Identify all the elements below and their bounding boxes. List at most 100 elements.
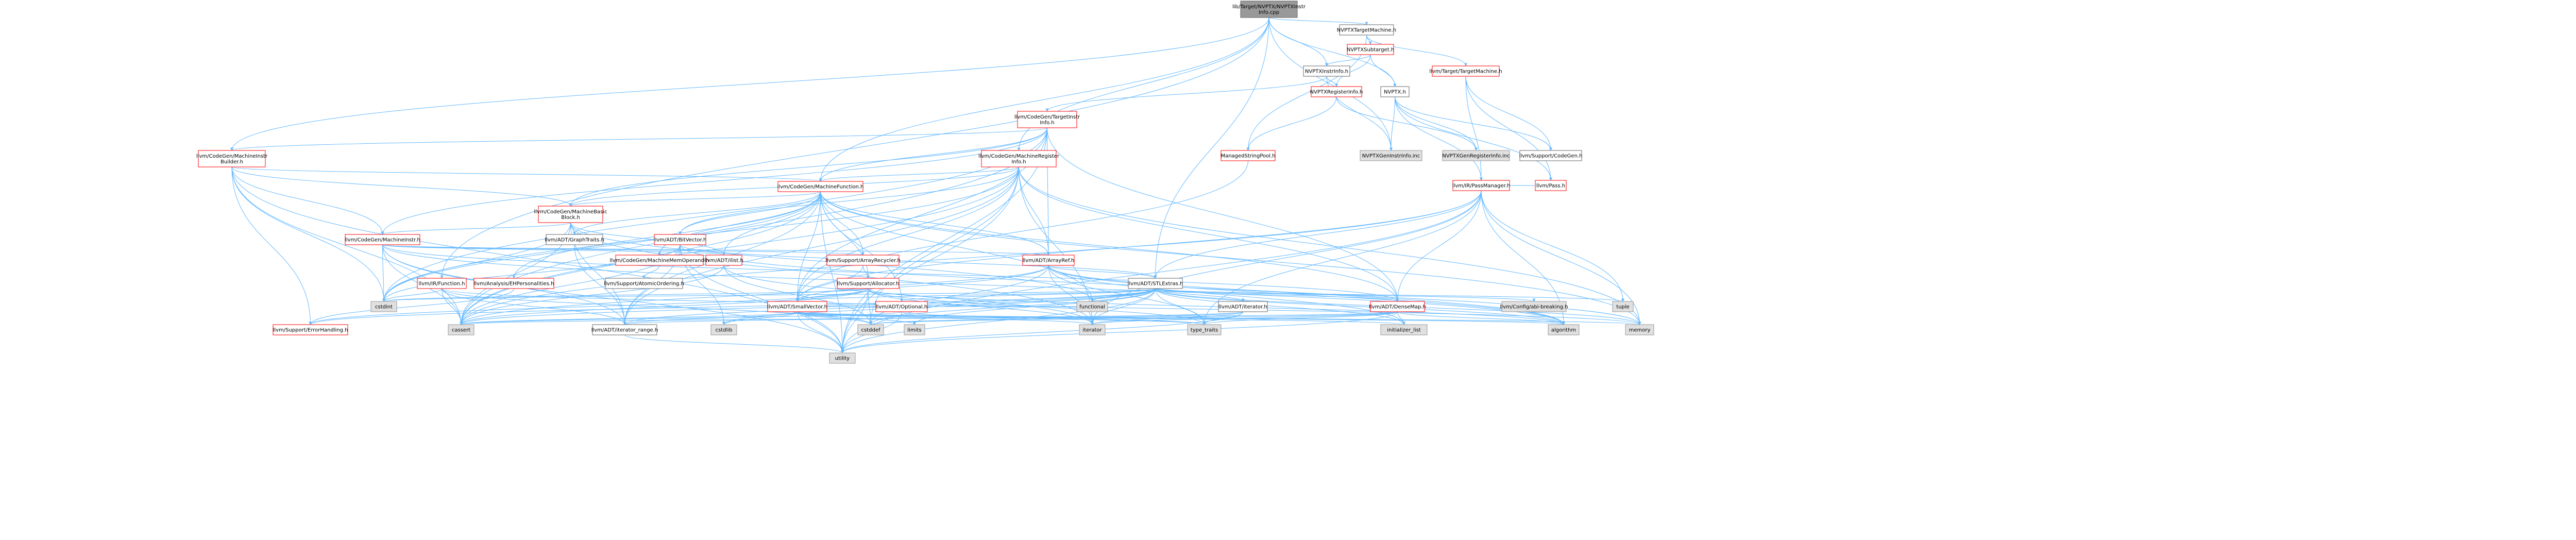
edge xyxy=(1268,17,1368,25)
edge-nvptxregisterinfo-to-nvptxgenreginfo xyxy=(1336,96,1478,151)
node-ehpersonalities[interactable]: llvm/Analysis/EHPersonalities.h xyxy=(473,278,554,289)
edge xyxy=(382,244,725,256)
node-iteratorrange[interactable]: llvm/ADT/iterator_range.h xyxy=(591,324,658,335)
edge xyxy=(1481,190,1565,325)
node-allocator[interactable]: llvm/Support/Allocator.h xyxy=(837,278,900,289)
node-box xyxy=(981,150,1057,167)
node-box xyxy=(710,324,737,335)
node-arrayref[interactable]: llvm/ADT/ArrayRef.h xyxy=(1022,255,1075,266)
edge xyxy=(1465,76,1552,151)
node-nvptxregisterinfo[interactable]: NVPTXRegisterInfo.h xyxy=(1310,86,1363,97)
node-adtiterator[interactable]: llvm/ADT/iterator.h xyxy=(1218,301,1268,312)
node-pass[interactable]: llvm/Pass.h xyxy=(1535,180,1567,191)
edge xyxy=(819,127,1047,182)
node-managedstringpool[interactable]: ManagedStringPool.h xyxy=(1221,150,1276,161)
node-label: llvm/ADT/SmallVector.h xyxy=(767,305,827,310)
node-errorhandling[interactable]: llvm/Support/ErrorHandling.h xyxy=(273,324,348,335)
node-initlist[interactable]: initializer_list xyxy=(1380,324,1428,335)
node-iterator[interactable]: iterator xyxy=(1079,324,1106,335)
edge-stlextras-to-smallvector xyxy=(795,288,1156,302)
node-utility[interactable]: utility xyxy=(829,352,856,364)
edge xyxy=(862,265,870,279)
node-mi[interactable]: llvm/CodeGen/MachineInstr.h xyxy=(345,234,420,245)
edge xyxy=(1395,96,1552,181)
node-cstdlib[interactable]: cstdlib xyxy=(710,324,737,335)
node-mmo[interactable]: llvm/CodeGen/MachineMemOperand.h xyxy=(610,255,709,266)
node-nvptx_h[interactable]: NVPTX.h xyxy=(1380,86,1410,97)
edge-densemap-to-iterator xyxy=(1091,311,1398,325)
node-supportcodegen[interactable]: llvm/Support/CodeGen.h xyxy=(1519,150,1583,161)
node-arrayrecycler[interactable]: llvm/Support/ArrayRecycler.h xyxy=(825,255,901,266)
node-label: llvm/ADT/GraphTraits.h xyxy=(545,238,604,243)
node-typetraits[interactable]: type_traits xyxy=(1187,324,1222,335)
edge xyxy=(1246,96,1337,151)
node-box xyxy=(875,301,928,312)
node-graphtraits[interactable]: llvm/ADT/GraphTraits.h xyxy=(545,234,604,245)
node-targetmachine[interactable]: llvm/Target/TargetMachine.h xyxy=(1429,65,1502,77)
node-smallvector[interactable]: llvm/ADT/SmallVector.h xyxy=(767,301,827,312)
node-limits[interactable]: limits xyxy=(904,324,925,335)
edge xyxy=(1397,311,1405,325)
node-densemap[interactable]: llvm/ADT/DenseMap.h xyxy=(1369,301,1426,312)
edge xyxy=(1325,54,1371,66)
edge xyxy=(820,191,1050,256)
node-nvptxgenreginfo[interactable]: NVPTXGenRegisterInfo.inc xyxy=(1442,150,1510,161)
node-box xyxy=(1221,150,1276,161)
edge-ehpersonalities-to-errorhandling xyxy=(309,288,514,325)
edge-passmanager-to-typetraits xyxy=(1202,190,1482,325)
node-label: llvm/Support/ErrorHandling.h xyxy=(273,328,348,333)
node-stlextras[interactable]: llvm/ADT/STLExtras.h xyxy=(1128,278,1183,289)
node-box xyxy=(417,278,467,289)
edge-allocator-to-utility xyxy=(841,288,869,353)
node-box xyxy=(345,234,420,245)
node-bitvector[interactable]: llvm/ADT/BitVector.h xyxy=(654,234,707,245)
node-label: cstdint xyxy=(375,305,393,310)
edge xyxy=(623,311,798,325)
node-irfunction[interactable]: llvm/IR/Function.h xyxy=(417,278,467,289)
node-mf[interactable]: llvm/CodeGen/MachineFunction.h xyxy=(777,181,864,192)
node-configabi[interactable]: llvm/Config/abi-breaking.h xyxy=(1500,301,1568,312)
edge xyxy=(382,288,1156,302)
edge xyxy=(1396,190,1482,302)
node-root[interactable]: lib/Target/NVPTX/NVPTXInstrInfo.cpp xyxy=(1232,1,1306,18)
node-memory[interactable]: memory xyxy=(1625,324,1654,335)
node-nvptxsubtarget[interactable]: NVPTXSubtarget.h xyxy=(1347,44,1394,55)
node-functional[interactable]: functional xyxy=(1076,301,1108,312)
node-label: NVPTXSubtarget.h xyxy=(1347,47,1394,53)
edge-passmanager-to-memory xyxy=(1481,190,1641,325)
node-ilist[interactable]: llvm/ADT/ilist.h xyxy=(704,255,743,266)
edge xyxy=(1048,265,1157,279)
node-atomicordering[interactable]: llvm/Support/AtomicOrdering.h xyxy=(604,278,684,289)
edge xyxy=(795,160,1248,302)
edge xyxy=(1395,96,1478,151)
edge-arrayrecycler-to-allocator xyxy=(862,265,870,279)
node-nvptxgeninstrinfo[interactable]: NVPTXGenInstrInfo.inc xyxy=(1360,150,1422,161)
node-box xyxy=(1452,180,1510,191)
node-tuple[interactable]: tuple xyxy=(1612,301,1634,312)
edge xyxy=(819,17,1269,182)
edge-nvptxregisterinfo-to-managedstringpool xyxy=(1246,96,1337,151)
edge xyxy=(231,166,572,207)
node-nvptxtargetmachine[interactable]: NVPTXTargetMachine.h xyxy=(1337,24,1396,36)
node-algorithm[interactable]: algorithm xyxy=(1548,324,1580,335)
edge xyxy=(1481,190,1641,325)
edge xyxy=(1091,311,1243,325)
node-cstdint[interactable]: cstdint xyxy=(370,301,397,312)
edge xyxy=(869,311,1243,325)
edge xyxy=(1091,311,1398,325)
node-nvptxinstrinfo_h[interactable]: NVPTXInstrInfo.h xyxy=(1303,65,1350,77)
node-cstddef[interactable]: cstddef xyxy=(857,324,884,335)
node-optional[interactable]: llvm/ADT/Optional.h xyxy=(875,301,928,312)
edge xyxy=(795,288,1156,302)
node-cassert[interactable]: cassert xyxy=(448,324,474,335)
edge xyxy=(722,191,821,256)
node-box xyxy=(767,301,827,312)
node-box xyxy=(473,278,554,289)
edge xyxy=(381,222,571,235)
node-passmanager[interactable]: llvm/IR/PassManager.h xyxy=(1452,180,1510,191)
